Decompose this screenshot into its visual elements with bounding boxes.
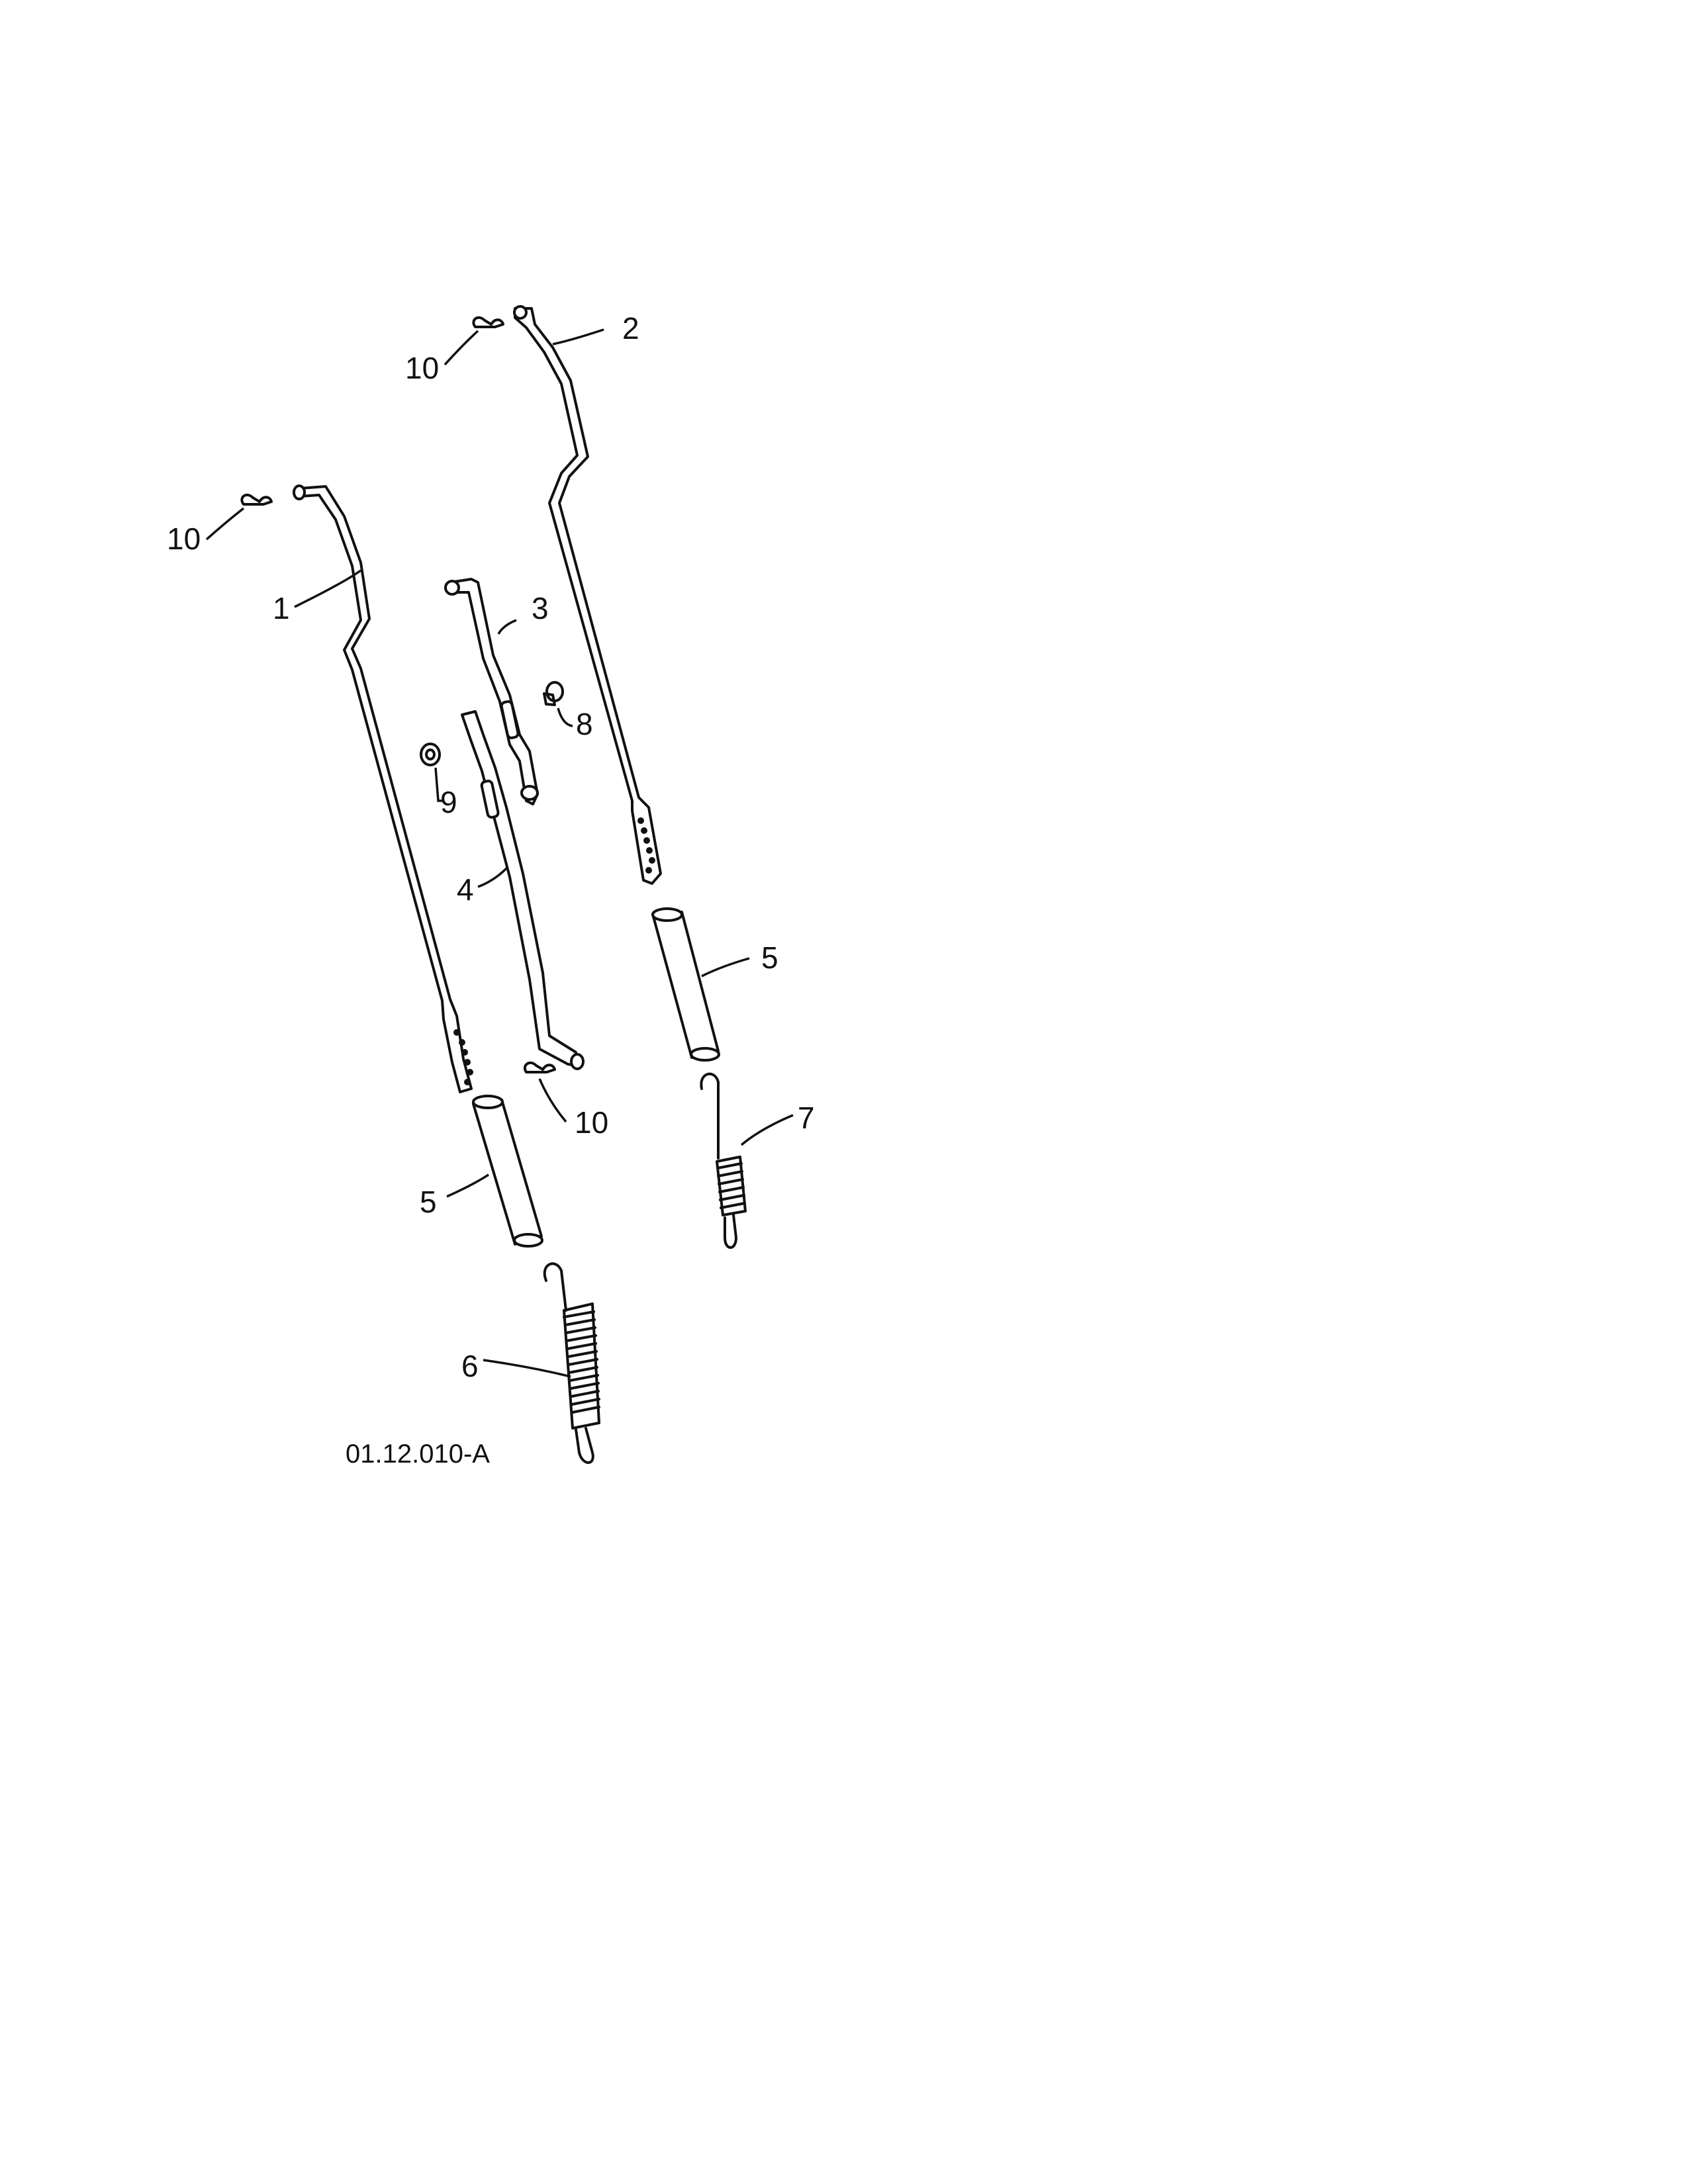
callout-hairpin-clip-left: 10 xyxy=(167,522,201,556)
callout-nut: 9 xyxy=(440,785,457,819)
callout-rod-right: 2 xyxy=(622,311,639,345)
spring-long xyxy=(543,1262,600,1464)
spring-short xyxy=(700,1072,747,1249)
callout-sleeve-left: 5 xyxy=(420,1185,437,1219)
callout-rod-left: 1 xyxy=(273,591,290,625)
sleeve-right xyxy=(651,907,720,1062)
rod-left-adjust-holes xyxy=(453,1029,473,1085)
callout-link-upper: 3 xyxy=(532,591,549,625)
sleeve-left xyxy=(472,1095,543,1248)
figure-code: 01.12.010-A xyxy=(346,1439,490,1469)
leader-lines xyxy=(205,328,794,1378)
rod-right xyxy=(513,305,662,885)
callout-sleeve-right: 5 xyxy=(761,940,778,975)
callout-shoulder-bolt: 8 xyxy=(576,707,593,741)
rod-right-adjust-holes xyxy=(637,817,655,874)
hairpin-clip-bottom xyxy=(523,1061,556,1073)
hairpin-clip-right xyxy=(472,316,504,328)
callout-hairpin-clip-right: 10 xyxy=(405,351,439,385)
callout-hairpin-clip-bottom: 10 xyxy=(575,1105,608,1140)
nut xyxy=(420,743,441,766)
shoulder-bolt xyxy=(543,681,564,706)
link-lower xyxy=(461,710,585,1070)
rod-left xyxy=(293,484,473,1093)
hairpin-clip-left xyxy=(240,493,273,506)
callout-spring-short: 7 xyxy=(798,1101,815,1135)
callout-link-lower: 4 xyxy=(457,872,474,907)
callout-spring-long: 6 xyxy=(461,1349,479,1383)
link-upper xyxy=(444,578,539,805)
